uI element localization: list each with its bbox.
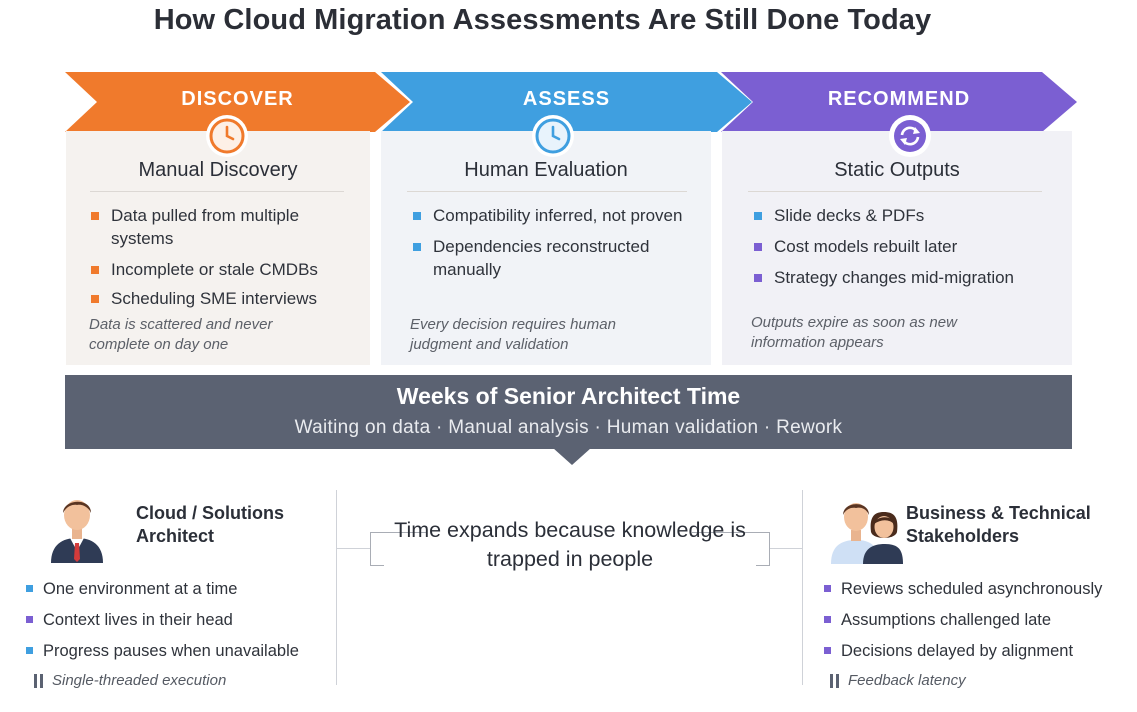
center-statement: Time expands because knowledge is trappe… bbox=[394, 518, 746, 571]
stage-note: Outputs expire as soon as new informatio… bbox=[751, 314, 957, 351]
list-item: Compatibility inferred, not proven bbox=[413, 204, 693, 227]
stage-arrow-discover: DISCOVER bbox=[65, 72, 410, 132]
divider bbox=[90, 191, 344, 192]
divider bbox=[407, 191, 687, 192]
stage-note: Every decision requires human judgment a… bbox=[410, 316, 616, 353]
stage-note: Data is scattered and never complete on … bbox=[89, 316, 273, 353]
list-item: Slide decks & PDFs bbox=[754, 204, 1064, 227]
bracket-left bbox=[370, 532, 384, 566]
divider bbox=[748, 191, 1042, 192]
list-item: Context lives in their head bbox=[26, 609, 336, 631]
list-item: Dependencies reconstructed manually bbox=[413, 235, 693, 281]
list-item: Assumptions challenged late bbox=[824, 609, 1134, 631]
stage-panel-discover: Manual Discovery Data pulled from multip… bbox=[66, 131, 370, 365]
clock-icon bbox=[206, 115, 248, 157]
stage-panel-assess: Human Evaluation Compatibility inferred,… bbox=[381, 131, 711, 365]
divider-left bbox=[336, 490, 337, 685]
architect-footnote: Single-threaded execution bbox=[33, 672, 226, 689]
summary-band: Weeks of Senior Architect Time Waiting o… bbox=[65, 375, 1072, 449]
stage-label: ASSESS bbox=[522, 88, 611, 110]
list-item: Data pulled from multiple systems bbox=[91, 204, 361, 250]
pause-icon bbox=[33, 673, 44, 688]
connector-right bbox=[770, 548, 802, 549]
clock-icon bbox=[532, 115, 574, 157]
stakeholders-bullets: Reviews scheduled asynchronously Assumpt… bbox=[824, 578, 1134, 662]
stage-bullets: Slide decks & PDFs Cost models rebuilt l… bbox=[754, 204, 1064, 289]
stage-heading: Human Evaluation bbox=[464, 159, 628, 181]
stakeholders-name: Business & Technical Stakeholders bbox=[906, 503, 1091, 546]
stakeholders-avatar-icon bbox=[829, 496, 903, 564]
stage-label: RECOMMEND bbox=[827, 88, 971, 110]
connector-left bbox=[336, 548, 370, 549]
bracket-right bbox=[756, 532, 770, 566]
stage-label: DISCOVER bbox=[181, 88, 294, 110]
list-item: Progress pauses when unavailable bbox=[26, 640, 336, 662]
list-item: Cost models rebuilt later bbox=[754, 235, 1064, 258]
list-item: Incomplete or stale CMDBs bbox=[91, 258, 361, 281]
list-item: Scheduling SME interviews bbox=[91, 287, 361, 310]
list-item: Reviews scheduled asynchronously bbox=[824, 578, 1134, 600]
stage-heading: Static Outputs bbox=[834, 159, 960, 181]
stage-bullets: Compatibility inferred, not proven Depen… bbox=[413, 204, 693, 281]
page-title: How Cloud Migration Assessments Are Stil… bbox=[153, 4, 932, 36]
bracket-top-right bbox=[692, 532, 756, 533]
divider-right bbox=[802, 490, 803, 685]
arrow-shape-discover bbox=[65, 72, 410, 132]
list-item: One environment at a time bbox=[26, 578, 336, 600]
band-title: Weeks of Senior Architect Time bbox=[396, 383, 741, 409]
arrow-shape-recommend bbox=[721, 72, 1077, 132]
architect-bullets: One environment at a time Context lives … bbox=[26, 578, 336, 662]
architect-avatar-icon bbox=[48, 491, 106, 563]
arrow-shape-assess bbox=[381, 72, 752, 132]
stage-bullets: Data pulled from multiple systems Incomp… bbox=[91, 204, 361, 310]
refresh-icon bbox=[889, 115, 931, 157]
pause-icon bbox=[829, 673, 840, 688]
architect-name: Cloud / Solutions Architect bbox=[136, 503, 284, 546]
stakeholders-footnote: Feedback latency bbox=[829, 672, 966, 689]
list-item: Decisions delayed by alignment bbox=[824, 640, 1134, 662]
stage-heading: Manual Discovery bbox=[138, 159, 298, 181]
list-item: Strategy changes mid-migration bbox=[754, 266, 1064, 289]
bracket-top-left bbox=[384, 532, 426, 533]
band-subtitle: Waiting on data · Manual analysis · Huma… bbox=[294, 417, 843, 438]
stage-panel-recommend: Static Outputs Slide decks & PDFs Cost m… bbox=[722, 131, 1072, 365]
band-pointer bbox=[553, 448, 591, 465]
stage-arrow-recommend: RECOMMEND bbox=[721, 72, 1077, 132]
stage-arrow-assess: ASSESS bbox=[381, 72, 752, 132]
